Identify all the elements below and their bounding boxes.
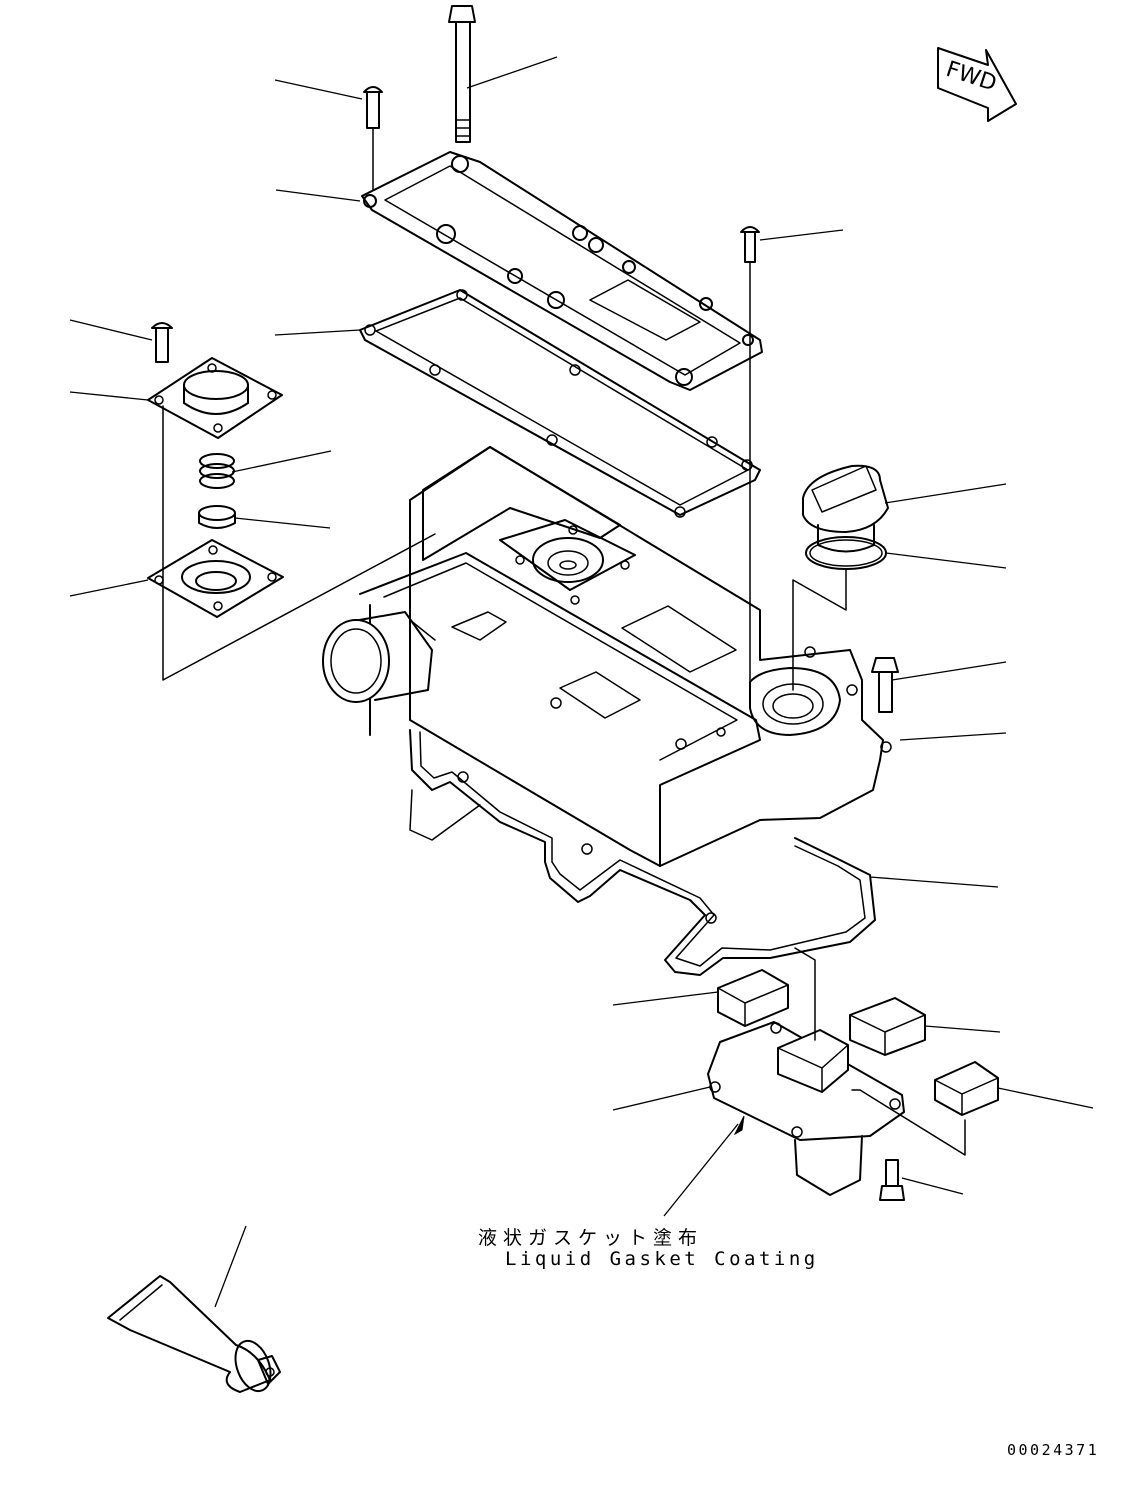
breather-base <box>147 539 284 618</box>
screw-left <box>151 322 173 363</box>
screw-mid-right <box>740 226 760 691</box>
breather-alignment-line <box>162 405 436 681</box>
breather-outlet-pipe <box>322 611 433 703</box>
liquid-gasket-note-en: Liquid Gasket Coating <box>505 1248 819 1270</box>
spring <box>199 453 235 489</box>
insulator-pad-center <box>777 1029 849 1093</box>
screw-top-left <box>363 86 383 191</box>
breather-cap <box>147 357 283 439</box>
oil-filler-cap <box>802 464 889 553</box>
housing-gasket <box>409 729 876 976</box>
pad-alignment-line <box>794 947 816 1041</box>
drawing-number: 00024371 <box>1007 1441 1100 1459</box>
insulator-pad-right-top <box>849 997 926 1056</box>
bottom-plate <box>707 1021 966 1196</box>
top-cover-plate <box>361 151 763 391</box>
flange-bolt-bottom <box>879 1159 905 1201</box>
leader-lines <box>69 56 1094 1308</box>
valve-cup <box>198 505 236 529</box>
filler-alignment-line <box>792 569 847 691</box>
insulator-pad-right-bottom <box>934 1061 999 1116</box>
fwd-arrow-icon: FWD <box>937 47 1017 122</box>
long-bolt <box>448 5 476 143</box>
flange-bolt-right <box>871 657 899 713</box>
o-ring <box>805 536 887 570</box>
coating-arrow <box>663 1115 745 1217</box>
valve-cover-housing <box>359 446 892 867</box>
liquid-gasket-tube <box>107 1275 281 1393</box>
cover-gasket <box>359 289 761 518</box>
liquid-gasket-note-jp: 液状ガスケット塗布 <box>478 1227 704 1249</box>
insulator-pad-left <box>717 969 789 1027</box>
fwd-label: FWD <box>943 57 1000 97</box>
